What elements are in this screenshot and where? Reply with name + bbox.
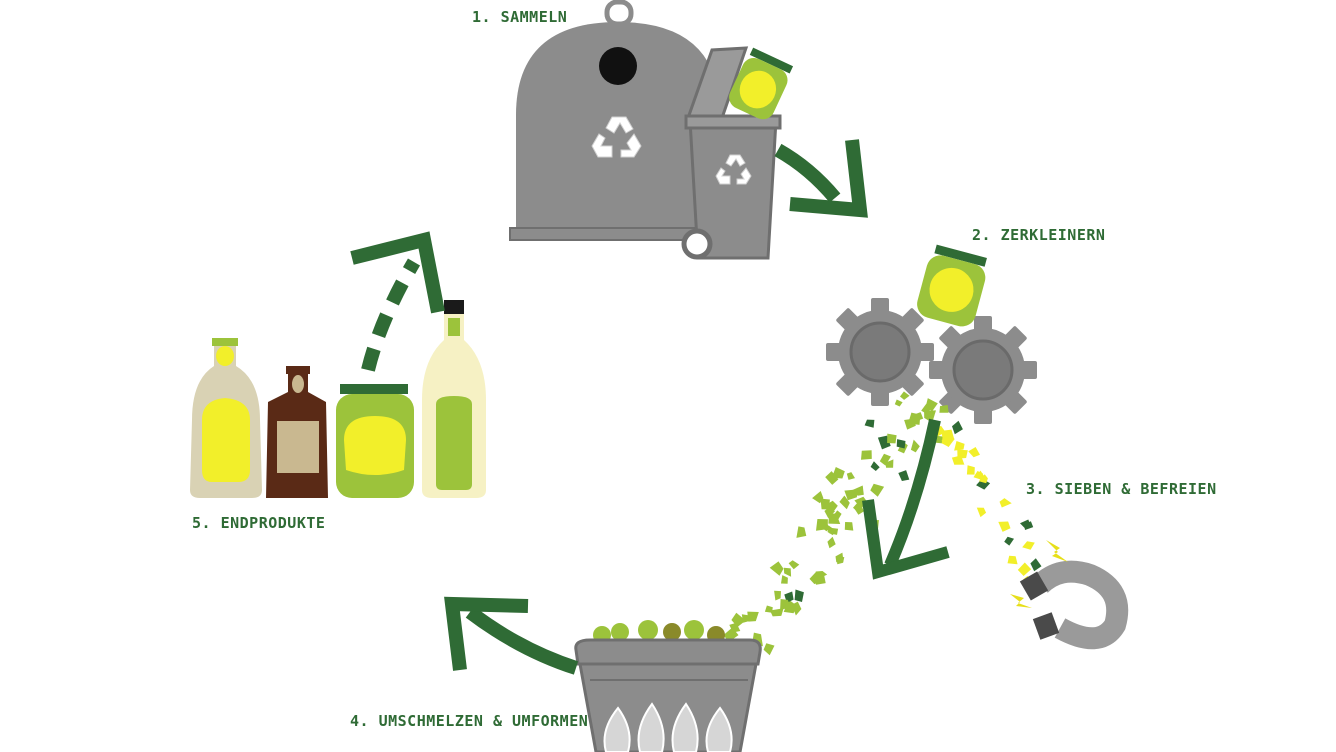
glass-shard bbox=[827, 536, 836, 549]
glass-shard bbox=[943, 432, 952, 442]
dressing-bottle-icon bbox=[190, 338, 262, 498]
glass-shard bbox=[968, 447, 980, 458]
glass-shard bbox=[846, 472, 855, 480]
glass-shard bbox=[814, 574, 826, 585]
glass-shard bbox=[910, 439, 920, 453]
glass-shard bbox=[820, 498, 830, 510]
glass-shard bbox=[815, 571, 828, 579]
arrow-melt-to-products bbox=[444, 596, 579, 675]
glass-shard bbox=[973, 471, 984, 480]
arrow-collect-to-crush bbox=[774, 139, 868, 218]
glass-shard bbox=[769, 561, 784, 576]
glass-shard bbox=[747, 611, 759, 622]
glass-shard bbox=[812, 491, 824, 504]
jar-icon bbox=[917, 244, 987, 327]
glass-shard bbox=[900, 391, 910, 400]
recycle-icon bbox=[715, 154, 752, 185]
glass-shard bbox=[976, 507, 987, 518]
recycle-icon bbox=[591, 116, 642, 158]
glass-shard bbox=[954, 441, 965, 451]
glass-shard bbox=[1030, 558, 1042, 572]
glass-shard bbox=[1020, 519, 1031, 529]
glass-shard bbox=[831, 467, 845, 479]
glass-shard bbox=[829, 510, 842, 522]
glass-shard bbox=[824, 500, 838, 512]
flame-icon bbox=[603, 702, 733, 752]
glass-shard bbox=[816, 519, 828, 531]
step-label-products: 5. ENDPRODUKTE bbox=[192, 514, 326, 532]
glass-shard bbox=[914, 412, 924, 422]
glass-shard bbox=[998, 521, 1011, 532]
glass-shard bbox=[887, 433, 897, 444]
arrow-crush-to-melt bbox=[862, 418, 950, 580]
arrow-products-to-collect bbox=[350, 231, 445, 372]
step-label-collect: 1. SAMMELN bbox=[472, 8, 568, 26]
oil-bottle-icon bbox=[422, 300, 486, 498]
glass-shard bbox=[774, 590, 781, 601]
step-label-melt: 4. UMSCHMELZEN & UMFORMEN bbox=[350, 712, 589, 730]
glass-shard bbox=[952, 420, 963, 435]
magnet-icon bbox=[1010, 540, 1129, 650]
glass-shard bbox=[939, 405, 949, 413]
step-label-sieve: 3. SIEBEN & BEFREIEN bbox=[1026, 480, 1217, 498]
glass-shard bbox=[870, 461, 880, 471]
gear-icon bbox=[826, 298, 1037, 424]
glass-shard bbox=[1022, 541, 1035, 550]
glass-shard bbox=[783, 567, 792, 577]
glass-shard bbox=[1004, 536, 1014, 546]
lightning-icon bbox=[1046, 540, 1068, 562]
furnace-icon bbox=[574, 620, 762, 752]
glass-shard bbox=[852, 485, 864, 496]
glass-shard bbox=[978, 474, 988, 484]
glass-shard bbox=[966, 465, 975, 475]
lightning-icon bbox=[1010, 594, 1032, 608]
glass-shard bbox=[763, 643, 775, 656]
glass-shard bbox=[764, 605, 773, 613]
glass-shard bbox=[825, 471, 839, 485]
glass-shard bbox=[794, 589, 804, 602]
glass-shard bbox=[791, 601, 802, 616]
sauce-bottle-icon bbox=[266, 366, 328, 498]
glass-shard bbox=[864, 419, 875, 428]
glass-shard bbox=[898, 470, 910, 481]
glass-shard bbox=[844, 489, 858, 501]
molten-glass bbox=[593, 620, 725, 644]
jar-icon bbox=[729, 47, 794, 120]
step-label-crush: 2. ZERKLEINERN bbox=[972, 226, 1106, 244]
wheelie-bin-icon bbox=[681, 46, 794, 260]
glass-shard bbox=[904, 418, 916, 430]
glass-shard bbox=[957, 449, 968, 459]
glass-shard bbox=[723, 627, 739, 642]
glass-shard bbox=[788, 560, 800, 570]
glass-shard bbox=[770, 608, 784, 617]
glass-shard bbox=[885, 459, 894, 468]
glass-shard bbox=[854, 504, 864, 515]
glass-shard bbox=[844, 522, 854, 531]
glass-shard bbox=[894, 399, 903, 407]
glass-shard bbox=[1017, 562, 1032, 576]
glass-shard bbox=[896, 439, 906, 449]
glass-shard bbox=[999, 498, 1012, 508]
glass-shard bbox=[879, 453, 891, 466]
glass-shard bbox=[780, 599, 792, 610]
glass-shard bbox=[781, 575, 788, 584]
jar-icon bbox=[336, 384, 414, 498]
bottles-icon bbox=[190, 300, 486, 498]
glass-shard bbox=[861, 450, 872, 460]
glass-shard bbox=[796, 526, 807, 538]
glass-shard bbox=[839, 495, 850, 510]
glass-shard bbox=[1007, 555, 1018, 565]
glass-shard bbox=[829, 527, 839, 535]
glass-shard bbox=[836, 556, 845, 565]
glass-shards bbox=[723, 391, 1042, 656]
glass-shard bbox=[870, 483, 885, 497]
